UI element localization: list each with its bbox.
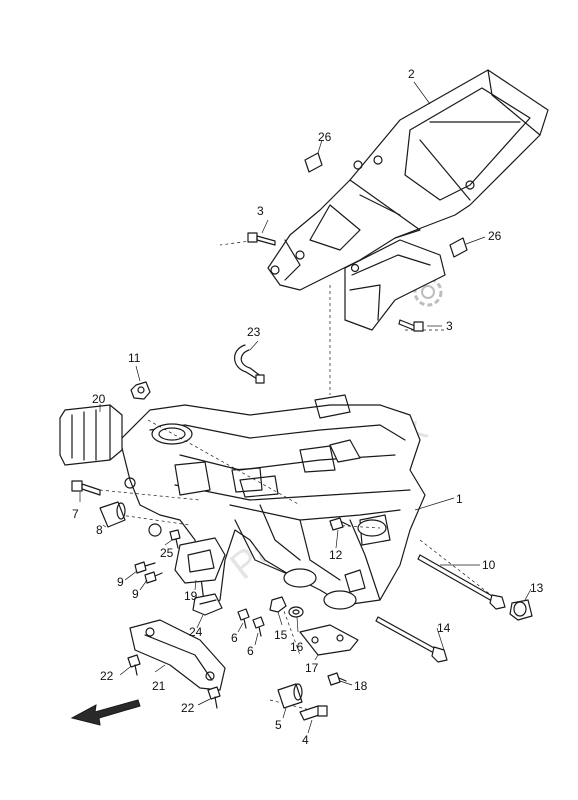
bolt-part-25 <box>169 529 181 549</box>
direction-arrow-icon <box>70 699 141 726</box>
long-bolt-part-14 <box>375 616 448 663</box>
callout-19: 19 <box>184 589 198 603</box>
nut-part-13 <box>509 599 533 621</box>
callout-25: 25 <box>160 546 174 560</box>
bolt-part-18 <box>327 672 347 686</box>
callout-7: 7 <box>72 507 79 521</box>
callout-22-left: 22 <box>100 669 114 683</box>
long-bolt-part-10 <box>417 554 506 610</box>
callout-16: 16 <box>290 640 304 654</box>
decal-part-26a <box>304 152 323 173</box>
rear-subframe <box>267 69 549 291</box>
washer-part-16 <box>288 606 304 618</box>
callout-12: 12 <box>329 548 343 562</box>
clip-part-24 <box>192 593 223 616</box>
callout-26-top: 26 <box>318 130 332 144</box>
callout-22-bottom: 22 <box>181 701 195 715</box>
bolt-part-3b <box>398 319 424 332</box>
bolt-part-7 <box>71 480 101 496</box>
callout-21: 21 <box>152 679 166 693</box>
decal-part-26b <box>449 237 468 258</box>
leader-lines <box>79 81 532 734</box>
callout-18: 18 <box>354 679 368 693</box>
callout-6-right: 6 <box>247 644 254 658</box>
callout-24: 24 <box>189 625 203 639</box>
callout-3-right: 3 <box>446 319 453 333</box>
callout-labels: 2 26 26 3 3 23 11 20 1 7 8 12 25 10 9 9 … <box>72 67 544 747</box>
callout-11: 11 <box>128 351 141 365</box>
bolt-part-9b <box>144 571 163 584</box>
bolt-part-22a <box>127 654 141 676</box>
callout-17: 17 <box>305 661 319 675</box>
callout-20: 20 <box>92 392 106 406</box>
bolt-part-3a <box>247 232 276 246</box>
plate-part-17 <box>299 624 359 656</box>
callout-6-left: 6 <box>231 631 238 645</box>
bolt-part-6b <box>252 616 265 637</box>
nut-part-11 <box>130 381 151 400</box>
callout-3-left: 3 <box>257 204 264 218</box>
callout-1: 1 <box>456 492 463 506</box>
callout-8: 8 <box>96 523 103 537</box>
callout-14: 14 <box>437 621 451 635</box>
collar-part-8 <box>99 501 126 528</box>
nut-part-15 <box>269 596 287 613</box>
callout-15: 15 <box>274 628 288 642</box>
main-frame <box>119 394 426 611</box>
bracket-part-19 <box>174 537 226 584</box>
collar-part-5 <box>277 683 303 709</box>
bolt-part-22b <box>207 686 221 709</box>
callout-9-right: 9 <box>132 587 139 601</box>
callout-23: 23 <box>247 325 261 339</box>
bolt-part-6a <box>237 608 250 629</box>
lower-bracket-part-21 <box>129 619 226 691</box>
rear-side-plate <box>344 239 446 331</box>
callout-10: 10 <box>482 558 496 572</box>
bolt-part-12 <box>329 517 351 531</box>
callout-26-right: 26 <box>488 229 502 243</box>
wire-clamp-part-23 <box>234 344 265 384</box>
callout-4: 4 <box>302 733 309 747</box>
callout-9-left: 9 <box>117 575 124 589</box>
callout-2: 2 <box>408 67 415 81</box>
callout-5: 5 <box>275 718 282 732</box>
bolt-part-9a <box>134 561 156 574</box>
bolt-part-4 <box>299 705 328 721</box>
air-duct-part-20 <box>59 404 123 466</box>
callout-13: 13 <box>530 581 544 595</box>
